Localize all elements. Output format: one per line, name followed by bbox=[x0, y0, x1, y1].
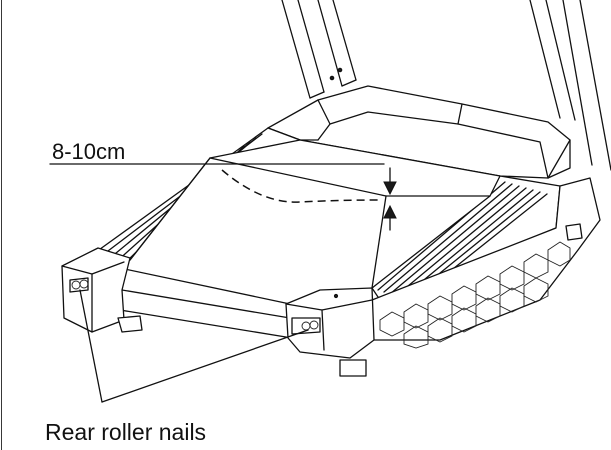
rear-right-endcap bbox=[285, 287, 375, 377]
rear-left-endcap bbox=[61, 247, 143, 333]
right-side-rail bbox=[371, 175, 601, 341]
rear-roller-nails-label: Rear roller nails bbox=[45, 419, 207, 445]
right-foot bbox=[565, 223, 583, 241]
belt-gap-label: 8-10cm bbox=[52, 139, 126, 164]
handle-uprights bbox=[281, 0, 611, 171]
gap-measurement-arrows bbox=[383, 167, 397, 231]
nails-leader-lines bbox=[79, 289, 309, 403]
honeycomb-panel bbox=[379, 241, 571, 349]
belt-sag-dashed-line bbox=[221, 169, 381, 203]
